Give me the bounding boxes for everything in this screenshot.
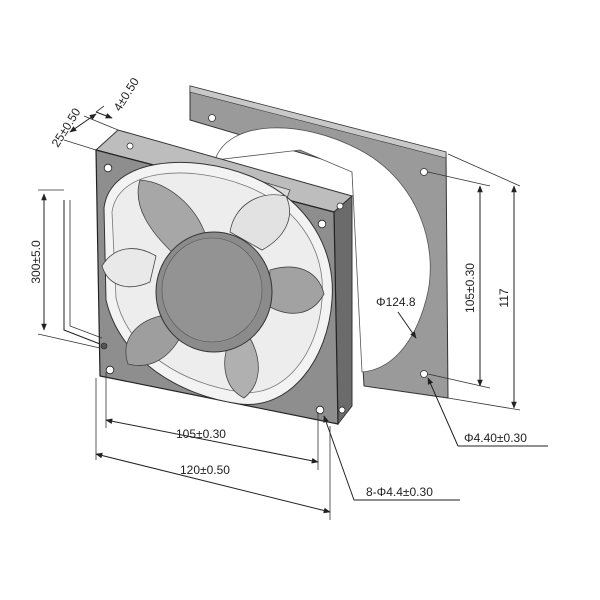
blade-1 (137, 179, 207, 257)
depth-hole-top-right (336, 202, 344, 210)
front-hole-bottom-left (105, 365, 115, 375)
lead-length-label: 300±5.0 (29, 240, 43, 284)
front-hole-top-left (103, 163, 113, 173)
diameter-label: Φ124.8 (376, 295, 416, 309)
holes-front-label: 8-Φ4.4±0.30 (366, 485, 433, 499)
back-hole-bottom-right (420, 370, 428, 378)
blade-4 (224, 337, 259, 399)
frame-height-label: 117 (497, 288, 511, 307)
blade-6 (101, 248, 157, 288)
back-plate (189, 85, 449, 399)
back-hole-top-right (420, 168, 428, 176)
depth-hole-bottom-right (338, 406, 346, 414)
lead-wire (63, 200, 108, 350)
flange-label: 4±0.50 (111, 75, 142, 114)
blade-3 (267, 266, 325, 314)
hole-spacing-vertical-label: 105±0.30 (463, 263, 477, 313)
impeller (101, 179, 325, 399)
dimension-lines (37, 105, 548, 520)
hole-spacing-horizontal-label: 105±0.30 (176, 427, 226, 441)
frame-width-label: 120±0.50 (180, 463, 230, 477)
front-holes (103, 142, 346, 415)
blade-2 (229, 194, 290, 251)
depth-hole-top (126, 142, 134, 150)
front-hole-top-right (317, 219, 327, 229)
thickness-label: 25±0.50 (49, 105, 84, 149)
front-hole-bottom-right (315, 405, 325, 415)
back-hole-top-left (208, 114, 216, 122)
hole-dia-back-label: Φ4.40±0.30 (464, 431, 527, 445)
